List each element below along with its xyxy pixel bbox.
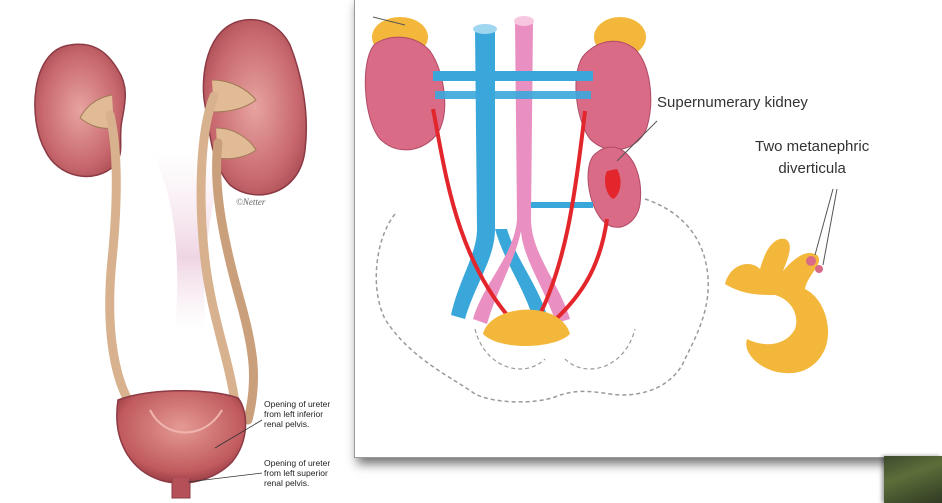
- label-line: diverticula: [755, 158, 869, 180]
- caption-line: Opening of ureter: [264, 399, 330, 409]
- label-metanephric-diverticula: Two metanephric diverticula: [755, 136, 869, 180]
- caption-line: from left superior: [264, 468, 330, 478]
- ivc-top: [473, 24, 497, 34]
- caption-left-superior: Opening of ureter from left superior ren…: [264, 458, 330, 488]
- renal-veins: [433, 71, 593, 81]
- urethra: [172, 478, 190, 498]
- bladder: [117, 391, 246, 483]
- renal-arteries: [435, 91, 591, 99]
- caption-line: from left inferior: [264, 409, 330, 419]
- supernumerary-renal-vessel: [531, 202, 593, 208]
- caption-line: Opening of ureter: [264, 458, 330, 468]
- pelvis-outline: [376, 199, 708, 402]
- right-kidney: [365, 37, 444, 150]
- leader-line-diverticula-1: [815, 189, 833, 255]
- right-diagram-card: Supernumerary kidney Two metanephric div…: [354, 0, 942, 458]
- artist-signature: ©Netter: [236, 197, 266, 207]
- caption-line: renal pelvis.: [264, 419, 330, 429]
- caption-line: renal pelvis.: [264, 478, 330, 488]
- diverticulum-1: [806, 256, 816, 266]
- obturator-outline-right: [565, 329, 635, 369]
- diverticulum-2: [815, 265, 823, 273]
- label-supernumerary-kidney: Supernumerary kidney: [657, 94, 808, 111]
- left-illustration: ©Netter Opening of ureter from left infe…: [0, 0, 360, 503]
- aorta-top: [514, 16, 534, 26]
- right-ureter: [110, 115, 128, 400]
- caption-left-inferior: Opening of ureter from left inferior ren…: [264, 399, 330, 429]
- corner-photo-thumbnail: [884, 456, 942, 503]
- label-line: Two metanephric: [755, 136, 869, 158]
- supernumerary-kidney-drawing: [355, 0, 942, 457]
